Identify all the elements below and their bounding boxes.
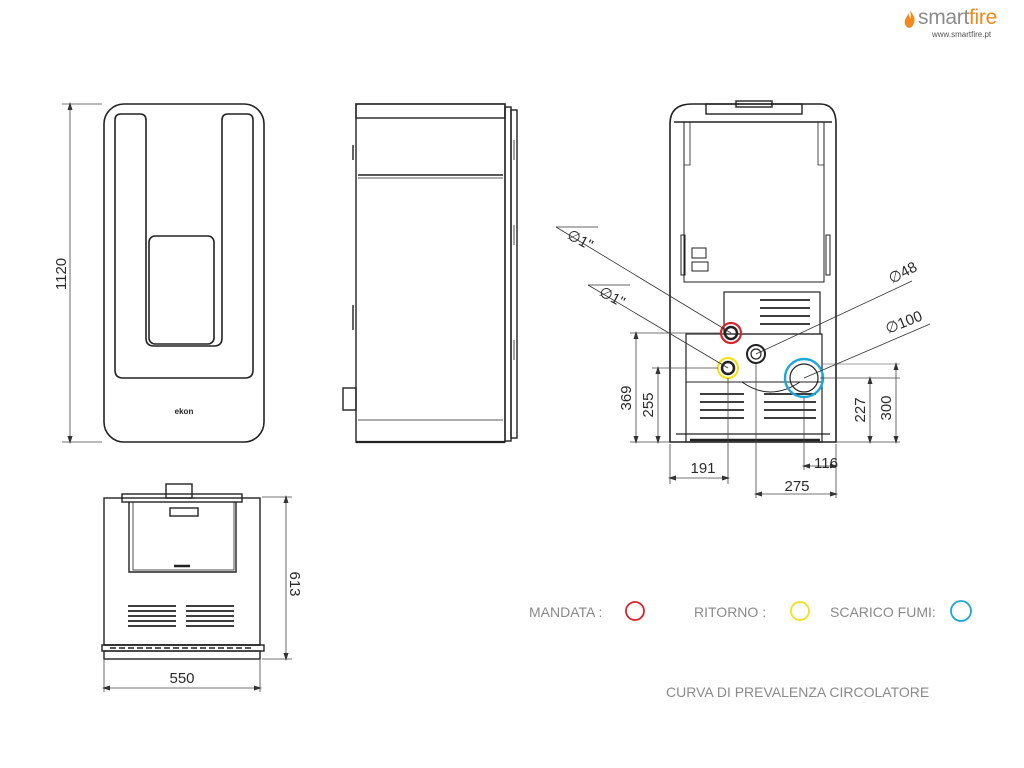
mandata-marker [719,321,743,345]
depth-dimension [262,495,292,661]
dim-255: 255 [640,392,657,417]
legend-ritorno-label: RITORNO : [694,604,766,620]
brand-logo: smartfire www.smartfire.pt [904,6,1014,42]
height-dimension [62,102,102,444]
dim-227: 227 [852,397,869,422]
width-dimension [102,660,262,692]
legend-scarico-circle [950,600,972,622]
side-view [342,103,518,444]
brand-name-part2: fire [969,6,997,29]
brand-url: www.smartfire.pt [932,30,992,39]
front-view [103,103,265,443]
leader-lines [555,226,931,379]
rear-horizontal-dimensions [668,364,838,498]
rear-view [669,100,837,443]
dim-275: 275 [784,478,809,495]
footer-text: CURVA DI PREVALENZA CIRCOLATORE [666,684,929,700]
depth-label: 613 [286,571,303,596]
height-label: 1120 [53,258,70,290]
legend-mandata-label: MANDATA : [529,604,602,620]
width-label: 550 [169,670,194,687]
callout-d48: ∅48 [886,259,920,288]
callout-inch-lower: ∅1" [596,284,628,312]
callout-d100: ∅100 [883,308,925,338]
dim-191: 191 [690,460,715,477]
callout-inch-upper: ∅1" [564,227,596,255]
dim-300: 300 [878,395,895,420]
legend-scarico-label: SCARICO FUMI: [830,604,936,620]
brand-name-part1: smart [918,6,970,29]
legend-mandata-circle [625,601,645,621]
legend: MANDATA : RITORNO : SCARICO FUMI: [529,600,972,622]
brand-name: smartfire [918,6,997,30]
legend-ritorno-circle [790,601,810,621]
flame-icon [904,10,915,28]
front-logo: ekon [175,407,194,416]
rear-vertical-dimensions [630,331,900,444]
top-view [101,483,265,660]
dim-116: 116 [814,455,838,472]
dim-369: 369 [618,385,635,410]
